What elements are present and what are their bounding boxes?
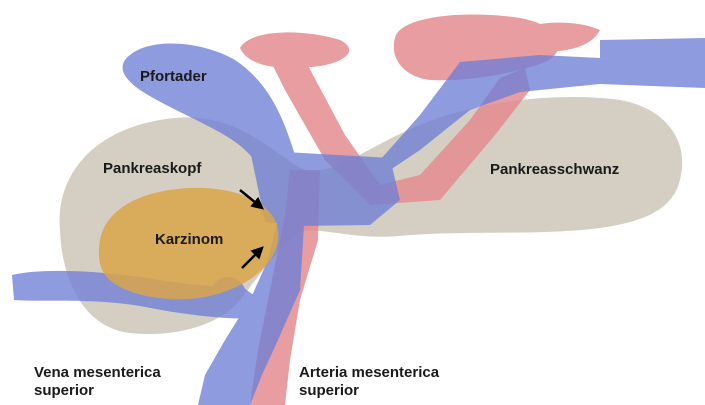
label-pfortader: Pfortader xyxy=(140,68,207,86)
label-arteria-mesenterica-superior: Arteria mesenterica superior xyxy=(299,364,439,400)
label-vena-mesenterica-superior: Vena mesenterica superior xyxy=(34,364,161,400)
label-karzinom: Karzinom xyxy=(155,231,223,249)
label-vena-line1: Vena mesenterica xyxy=(34,364,161,382)
label-arteria-line2: superior xyxy=(299,382,439,400)
label-pankreasschwanz: Pankreasschwanz xyxy=(490,161,619,179)
label-pankreaskopf: Pankreaskopf xyxy=(103,160,201,178)
label-arteria-line1: Arteria mesenterica xyxy=(299,364,439,382)
label-vena-line2: superior xyxy=(34,382,161,400)
